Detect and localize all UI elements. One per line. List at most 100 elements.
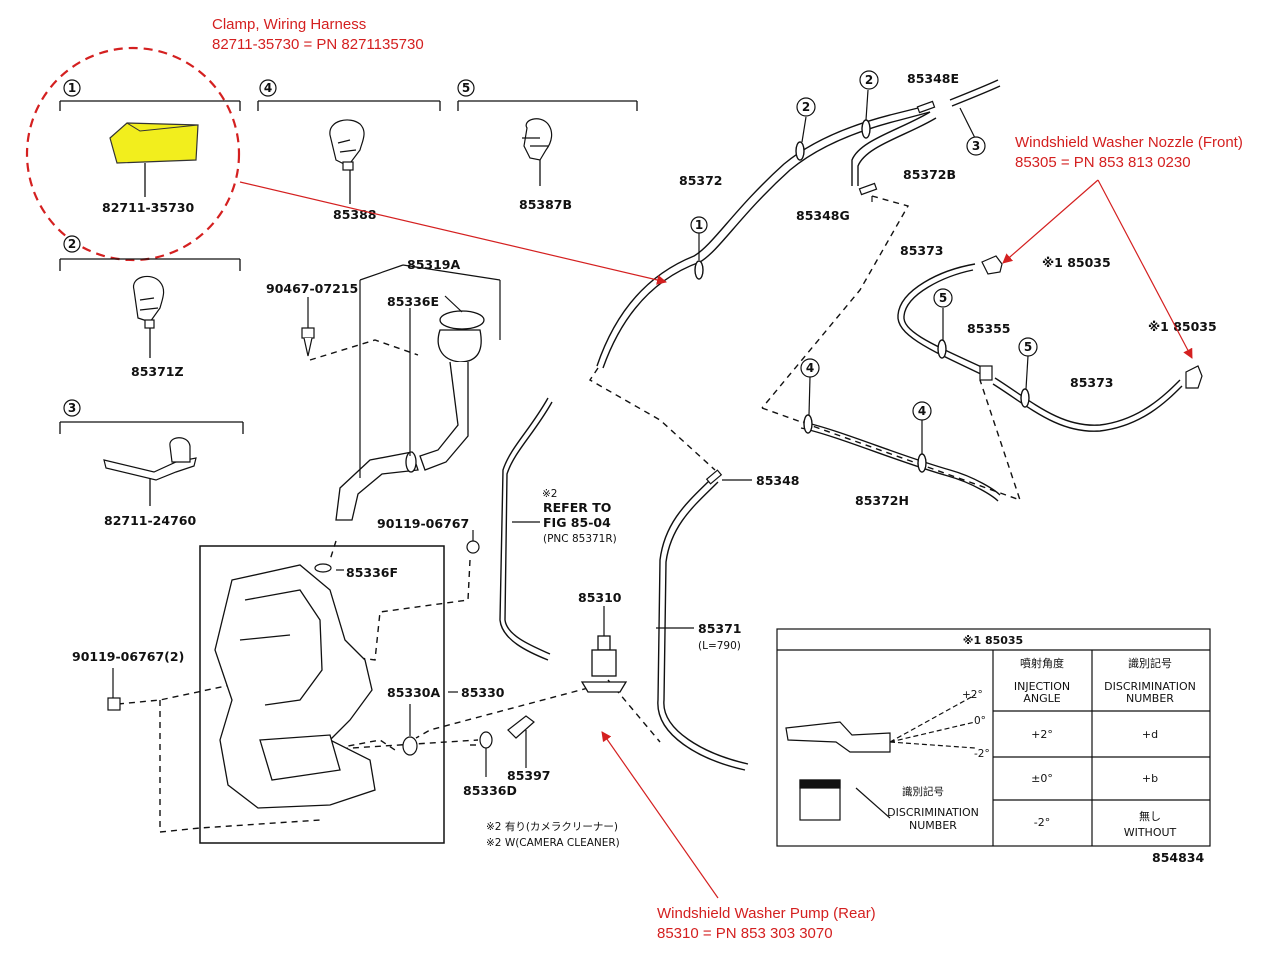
callout-1: 1 bbox=[695, 218, 703, 232]
inset-part-82711-35730: 82711-35730 bbox=[102, 200, 194, 215]
filler-neck bbox=[335, 310, 485, 521]
inset-number-1: 1 bbox=[68, 81, 76, 95]
table-title: ※1 85035 bbox=[963, 634, 1023, 647]
callout-leaders bbox=[698, 89, 1029, 454]
label-85336F: 85336F bbox=[346, 565, 398, 580]
label-85336E: 85336E bbox=[387, 294, 439, 309]
label-85310: 85310 bbox=[578, 590, 622, 605]
callout-2a: 2 bbox=[802, 100, 810, 114]
inset-part-85387B: 85387B bbox=[519, 197, 572, 212]
table-col2-en2: NUMBER bbox=[1126, 692, 1174, 705]
arrow-nozzle-left bbox=[1002, 179, 1099, 264]
clip-85388-icon bbox=[329, 119, 365, 171]
label-85373-lower: 85373 bbox=[1070, 375, 1114, 390]
nozzle-front-left-icon bbox=[981, 255, 1003, 275]
table-col1-en2: ANGLE bbox=[1023, 692, 1060, 705]
hose-clip-5b bbox=[1020, 388, 1030, 408]
hose-clips bbox=[694, 119, 1030, 473]
label-85372H: 85372H bbox=[855, 493, 909, 508]
label-85373-upper: 85373 bbox=[900, 243, 944, 258]
label-85035-right: ※1 85035 bbox=[1148, 319, 1217, 334]
inset-part-82711-24760: 82711-24760 bbox=[104, 513, 196, 528]
nozzle-front-right-icon bbox=[1185, 365, 1203, 389]
tank-leaders bbox=[112, 196, 873, 777]
table-row2-angle: ±0° bbox=[1031, 772, 1053, 785]
label-85035-left: ※1 85035 bbox=[1042, 255, 1111, 270]
clip-85387B-icon bbox=[522, 118, 553, 161]
inset-part-85388: 85388 bbox=[333, 207, 377, 222]
inset-group-3: 3 82711-24760 bbox=[59, 399, 244, 528]
fig-angle-down: -2° bbox=[974, 748, 990, 760]
fig-disc-en2: NUMBER bbox=[909, 819, 957, 832]
inset-number-3: 3 bbox=[68, 401, 76, 415]
table-col2-en1: DISCRIMINATION bbox=[1104, 680, 1196, 693]
fig-angle-up: +2° bbox=[962, 689, 983, 701]
inset-number-4: 4 bbox=[264, 81, 272, 95]
hose-clip-1 bbox=[694, 260, 704, 280]
fig-disc-en1: DISCRIMINATION bbox=[887, 806, 979, 819]
connector-85348 bbox=[705, 469, 723, 485]
refer-note-line3: FIG 85-04 bbox=[543, 515, 611, 530]
callout-circles: 1 2 2 3 5 5 4 4 bbox=[690, 70, 1038, 421]
inset-part-85371Z: 85371Z bbox=[131, 364, 184, 379]
injection-angle-table bbox=[776, 628, 1211, 847]
label-85348E: 85348E bbox=[907, 71, 959, 86]
table-col2-jp: 識別記号 bbox=[1128, 656, 1172, 670]
clamp-highlight-circle bbox=[25, 46, 241, 262]
label-90467-07215: 90467-07215 bbox=[266, 281, 358, 296]
washer-tank-icon bbox=[214, 564, 376, 809]
label-85372B: 85372B bbox=[903, 167, 956, 182]
clamp-annotation-title: Clamp, Wiring Harness bbox=[212, 16, 367, 33]
table-col1-jp: 噴射角度 bbox=[1020, 656, 1064, 670]
inset-group-5: 5 85387B bbox=[457, 79, 638, 212]
hose-clip-2a bbox=[795, 141, 805, 161]
label-90119-06767-2: 90119-06767(2) bbox=[72, 649, 184, 664]
annotation-arrows bbox=[239, 179, 1193, 899]
callout-4b: 4 bbox=[918, 404, 926, 418]
label-85319A: 85319A bbox=[407, 257, 460, 272]
clip-85371Z-icon bbox=[133, 275, 165, 329]
clamp-annotation-pn: 82711-35730 = PN 8271135730 bbox=[212, 36, 424, 53]
hose-clip-5a bbox=[937, 339, 947, 359]
refer-note-line2: REFER TO bbox=[543, 500, 611, 515]
table-row3-angle: -2° bbox=[1034, 816, 1050, 829]
pump-annotation-pn: 85310 = PN 853 303 3070 bbox=[657, 925, 833, 942]
connector-85348G bbox=[858, 182, 878, 196]
clamp-annotation: Clamp, Wiring Harness 82711-35730 = PN 8… bbox=[212, 15, 424, 55]
label-85348: 85348 bbox=[756, 473, 800, 488]
label-85397: 85397 bbox=[507, 768, 551, 783]
label-85348G: 85348G bbox=[796, 208, 850, 223]
label-85336D: 85336D bbox=[463, 783, 517, 798]
table-text: ※1 85035 噴射角度 INJECTION ANGLE 識別記号 DISCR… bbox=[887, 634, 1196, 839]
table-row1-angle: +2° bbox=[1031, 728, 1053, 741]
arrow-nozzle-right bbox=[1097, 179, 1193, 359]
bolt-90467-icon bbox=[301, 327, 315, 357]
pump-annotation-title: Windshield Washer Pump (Rear) bbox=[657, 905, 876, 922]
hose-clip-2b bbox=[861, 119, 871, 139]
label-85355: 85355 bbox=[967, 321, 1011, 336]
small-parts bbox=[705, 100, 1203, 485]
connector-85348E bbox=[916, 100, 936, 114]
camera-note-en: ※2 W(CAMERA CLEANER) bbox=[486, 837, 620, 849]
refer-note-line4: (PNC 85371R) bbox=[543, 533, 617, 545]
label-90119-06767: 90119-06767 bbox=[377, 516, 469, 531]
nozzle-annotation: Windshield Washer Nozzle (Front) 85305 =… bbox=[1015, 133, 1243, 173]
table-row2-mark: +b bbox=[1142, 772, 1158, 785]
valve-85355-icon bbox=[979, 365, 993, 381]
inset-group-4: 4 85388 bbox=[257, 79, 441, 222]
filler-leaders bbox=[307, 264, 501, 478]
inset-group-1: 1 82711-35730 bbox=[59, 79, 241, 215]
callout-3: 3 bbox=[972, 139, 980, 153]
clamp-82711-24760-icon bbox=[103, 437, 197, 481]
nozzle-annotation-title: Windshield Washer Nozzle (Front) bbox=[1015, 134, 1243, 151]
hose-clip-4b bbox=[917, 453, 927, 473]
table-col1-en1: INJECTION bbox=[1014, 680, 1070, 693]
table-row1-mark: +d bbox=[1142, 728, 1158, 741]
inset-number-5: 5 bbox=[462, 81, 470, 95]
callout-5a: 5 bbox=[939, 291, 947, 305]
label-85330A: 85330A bbox=[387, 685, 440, 700]
washer-pump-85310-icon bbox=[580, 635, 628, 693]
table-row3-mark2: WITHOUT bbox=[1124, 826, 1177, 839]
hose-clip-4a bbox=[803, 414, 813, 434]
arrow-pump bbox=[601, 731, 719, 899]
